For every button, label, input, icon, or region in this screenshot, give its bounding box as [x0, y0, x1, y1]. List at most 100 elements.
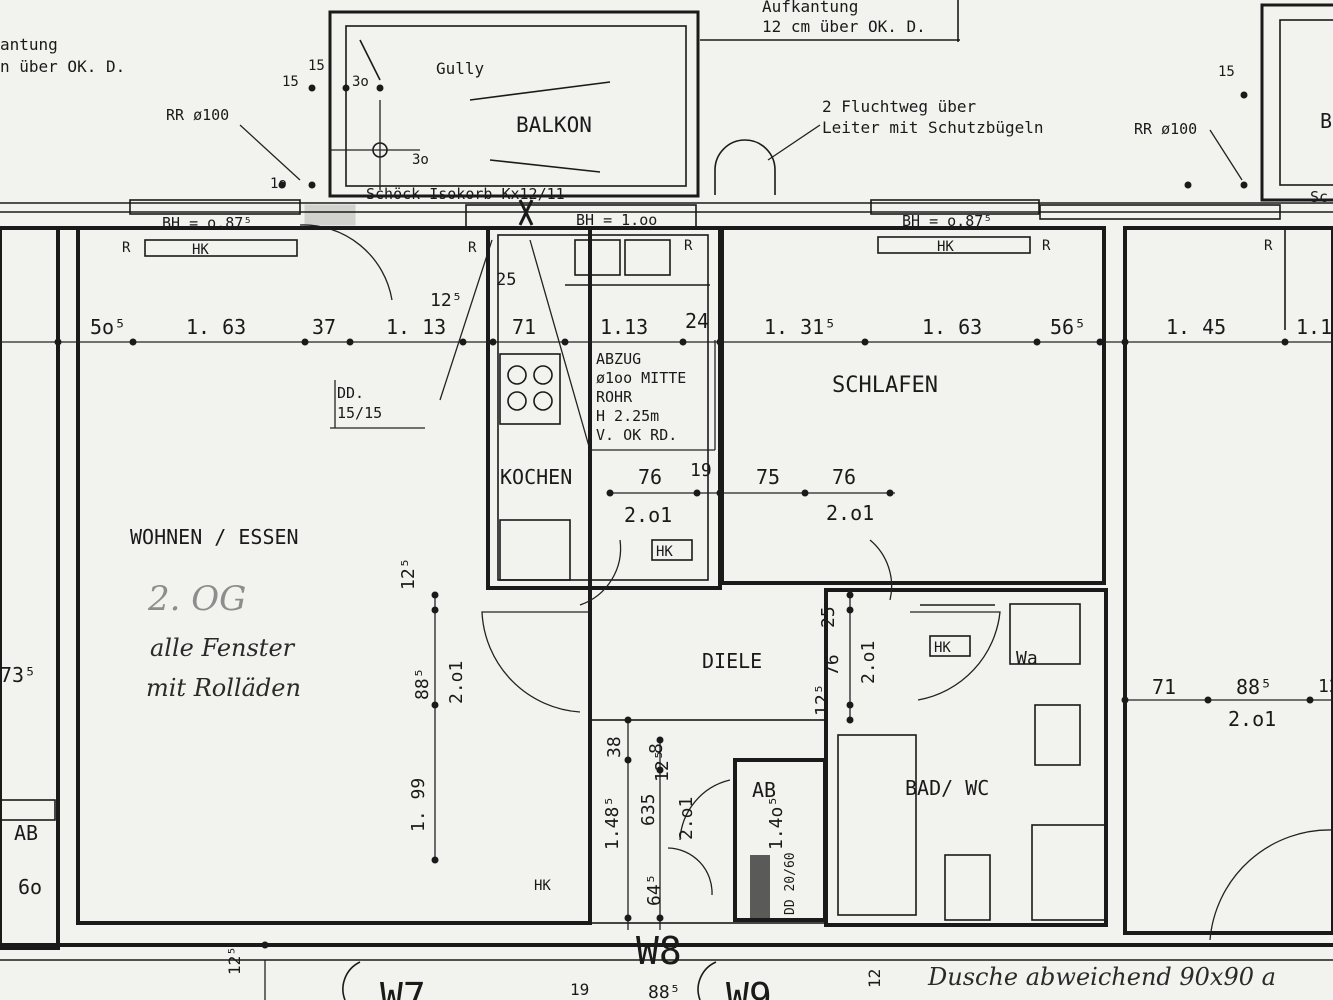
door-swings [481, 539, 1333, 941]
dimension-dot [693, 489, 701, 497]
handwritten-floor: 2. OG [147, 579, 246, 619]
wa-label: Wa [1016, 648, 1038, 669]
dim-row1-10: 56⁵ [1050, 315, 1086, 339]
dimension-dot [846, 606, 854, 614]
dim-row1-3: 1. 13 [386, 315, 446, 339]
dim-r-885: 88⁵ [1236, 675, 1272, 699]
dimension-dot [606, 489, 614, 497]
window-w9: W9 [726, 975, 772, 1000]
r-marker-2: R [468, 240, 477, 256]
dim-bottom-19: 19 [570, 980, 589, 999]
b-right-label: B [1320, 109, 1332, 133]
dim-15c: 15 [1218, 64, 1235, 80]
dimension-dot [308, 84, 316, 92]
dim-row1-5: 71 [512, 315, 536, 339]
dim-25-top: 25 [496, 270, 516, 290]
r-marker-1: R [122, 240, 131, 256]
dim-kochen-19: 19 [690, 460, 712, 481]
dimension-dot [561, 338, 569, 346]
dim-door-f: 2.o1 [1228, 707, 1276, 731]
dim-bottom-885: 88⁵ [648, 982, 681, 1000]
bh-center-label: BH = 1.oo [576, 211, 657, 229]
dim-bottom-125: 12⁵ [225, 946, 244, 975]
dim-row1-4: 12⁵ [430, 290, 463, 311]
r-marker-3: R [684, 238, 693, 254]
dim-schlafen-76: 76 [832, 465, 856, 489]
dimension-dot [431, 606, 439, 614]
note-fluchtweg-1: 2 Fluchtweg über [822, 97, 976, 116]
dim-row1-8: 1. 31⁵ [764, 315, 836, 339]
dimension-dot [1240, 181, 1248, 189]
dim-door-d: 2.o1 [858, 641, 879, 684]
schoeck-label: Schöck Isokorb Kx12/11 [366, 185, 565, 203]
dim-v-25: 25 [818, 606, 839, 628]
hk-kochen: HK [656, 544, 673, 560]
dimension-dot [1281, 338, 1289, 346]
dd-small-label: DD 20/60 [783, 852, 798, 915]
abzug-line-2: ø1oo MITTE [596, 369, 686, 387]
room-ab-center: AB [752, 778, 776, 802]
facade [0, 124, 1333, 451]
gully-label: Gully [436, 59, 485, 78]
dimension-dot [1121, 696, 1129, 704]
dd-label: DD. [337, 384, 364, 402]
rr-left-label: RR ø100 [166, 106, 229, 124]
dim-v-645: 64⁵ [644, 873, 665, 906]
handwritten-note-2: mit Rolläden [146, 674, 301, 702]
hk-right: HK [937, 239, 954, 255]
dimension-dot [376, 84, 384, 92]
dim-3o-b: 3o [412, 152, 429, 168]
dimension-dot [459, 338, 467, 346]
dim-row1-7: 24 [685, 309, 709, 333]
dimension-dot [846, 591, 854, 599]
dim-v-76: 76 [822, 654, 843, 676]
dim-row1-9: 1. 63 [922, 315, 982, 339]
dim-v-125a: 12⁵ [398, 557, 419, 590]
dimension-dots [54, 84, 1314, 949]
bh-left-label: BH = o.87⁵ [162, 214, 252, 232]
window-w8: W8 [636, 929, 682, 973]
dimension-dot [1306, 696, 1314, 704]
balcony [328, 0, 960, 198]
dimension-dot [1184, 181, 1192, 189]
dimension-dot [308, 181, 316, 189]
dim-row1-1: 1. 63 [186, 315, 246, 339]
dimension-dot [431, 856, 439, 864]
hk-diele: HK [534, 878, 551, 894]
dimension-dot [846, 716, 854, 724]
abzug-line-5: V. OK RD. [596, 426, 677, 444]
abzug-line-3: ROHR [596, 388, 633, 406]
window-w7: W7 [380, 975, 426, 1000]
dim-v-38: 38 [604, 736, 625, 758]
dim-door-b: 2.o1 [826, 501, 874, 525]
dim-door-a: 2.o1 [624, 503, 672, 527]
dimension-dot [624, 914, 632, 922]
walls [0, 226, 1333, 1000]
dim-bottom-12: 12 [865, 969, 884, 988]
dimension-dot [1121, 338, 1129, 346]
dimension-dot [346, 338, 354, 346]
dimension-dot [431, 701, 439, 709]
dimension-dot [656, 736, 664, 744]
dimension-dot [624, 756, 632, 764]
room-wohnen: WOHNEN / ESSEN [130, 525, 299, 549]
dimension-dot [1096, 338, 1104, 346]
dim-row1-2: 37 [312, 315, 336, 339]
dim-r-71: 71 [1152, 675, 1176, 699]
dim-v-199: 1. 99 [408, 778, 429, 832]
dimension-dot [54, 338, 62, 346]
dimension-dot [679, 338, 687, 346]
dd-size: 15/15 [337, 404, 382, 422]
dim-row1-0: 5o⁵ [90, 315, 126, 339]
dimension-dot [886, 489, 894, 497]
r-marker-5: R [1264, 238, 1273, 254]
dimension-dot [342, 84, 350, 92]
room-schlafen: SCHLAFEN [832, 373, 938, 398]
dim-door-e: 2.o1 [676, 797, 697, 840]
dimension-dot [1240, 91, 1248, 99]
note-aufkantung-left-2: n über OK. D. [0, 57, 125, 76]
room-diele: DIELE [702, 649, 762, 673]
note-aufkantung-left-1: antung [0, 35, 58, 54]
dimension-lines [0, 340, 1333, 1000]
